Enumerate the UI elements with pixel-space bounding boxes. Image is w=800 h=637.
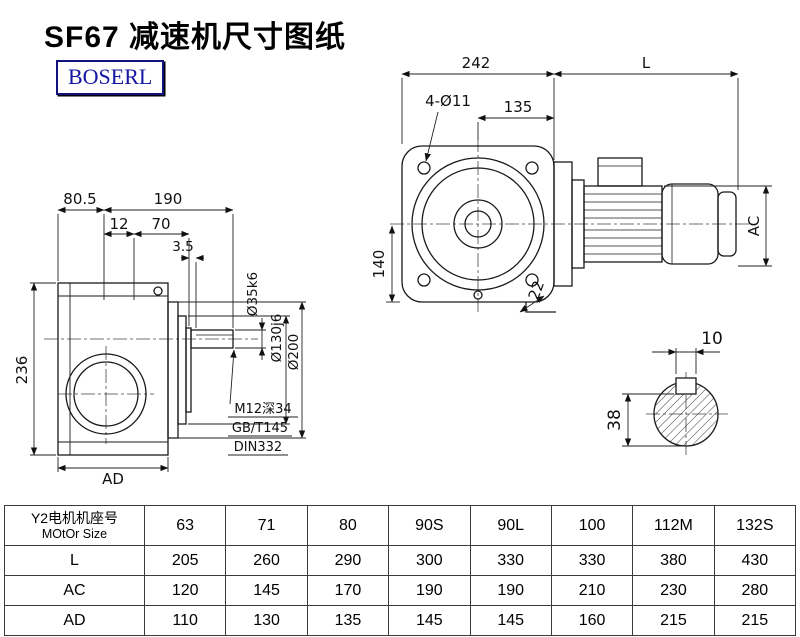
AC-value: 230 — [632, 575, 715, 606]
motor-size-header-cn: Y2电机机座号 — [30, 509, 119, 526]
dim-140-label: 140 — [370, 250, 388, 279]
tap-note-line1: M12深34 — [234, 402, 291, 417]
dimension-lines — [30, 70, 772, 472]
technical-drawing: 242 L 4-Ø11 135 140 22 AC 80.5 190 12 70… — [13, 54, 772, 488]
fan-cover — [717, 191, 737, 257]
output-shaft — [190, 329, 234, 349]
motor-size-header-en: MOtOr Size — [41, 526, 108, 541]
dim-L-label: L — [642, 54, 651, 72]
side-view — [57, 282, 234, 456]
AC-value: 190 — [469, 575, 552, 606]
row-label-AD: AD — [4, 605, 145, 636]
AD-value: 130 — [225, 605, 308, 636]
AD-value: 215 — [632, 605, 715, 636]
dimension-table: Y2电机机座号 MOtOr Size 63 71 80 90S 90L 100 … — [4, 505, 797, 636]
motor-size-cell: 71 — [225, 505, 308, 546]
row-label-L: L — [4, 545, 145, 576]
shaft-section-view — [653, 377, 719, 447]
motor-size-cell: 132S — [713, 505, 797, 546]
dim-80-5-label: 80.5 — [63, 190, 96, 208]
keyway — [675, 377, 697, 395]
AD-value: 160 — [550, 605, 634, 636]
L-value: 380 — [632, 545, 715, 576]
bolt-hole — [525, 273, 539, 287]
L-value: 330 — [550, 545, 634, 576]
motor-size-cell: 80 — [306, 505, 390, 546]
dim-AC-label: AC — [745, 216, 763, 236]
motor-size-cell: 63 — [143, 505, 227, 546]
dim-key-width-label: 10 — [701, 329, 723, 349]
L-value: 330 — [469, 545, 552, 576]
page-title: SF67 减速机尺寸图纸 — [44, 21, 347, 54]
AC-value: 190 — [388, 575, 471, 606]
dim-12-label: 12 — [109, 215, 128, 233]
dim-190-label: 190 — [154, 190, 183, 208]
terminal-box — [597, 157, 643, 187]
motor-size-cell: 90L — [469, 505, 552, 546]
dim-38-label: 38 — [605, 409, 625, 431]
tap-note-line2: GB/T145 — [232, 421, 288, 436]
dim-outer-dia-label: Ø200 — [286, 334, 302, 370]
bolt-hole — [417, 161, 431, 175]
flange-outer-circle — [411, 157, 545, 291]
AC-value: 170 — [306, 575, 390, 606]
dimension-labels: 242 L 4-Ø11 135 140 22 AC 80.5 190 12 70… — [13, 54, 763, 488]
dim-AD-label: AD — [102, 470, 124, 488]
motor-size-row: Y2电机机座号 MOtOr Size 63 71 80 90S 90L 100 … — [4, 505, 797, 546]
dim-3-5-label: 3.5 — [172, 239, 193, 255]
AD-value: 135 — [306, 605, 390, 636]
dim-22-label: 22 — [525, 278, 548, 302]
AC-value: 210 — [550, 575, 634, 606]
AD-row: AD 110 130 135 145 145 160 215 215 — [4, 605, 797, 636]
tap-note-line3: DIN332 — [234, 440, 282, 455]
AC-value: 280 — [713, 575, 797, 606]
motor-size-cell: 100 — [550, 505, 634, 546]
motor-size-cell: 112M — [632, 505, 715, 546]
dim-236-label: 236 — [13, 356, 31, 385]
motor-size-header-cell: Y2电机机座号 MOtOr Size — [4, 505, 145, 546]
motor-size-cell: 90S — [388, 505, 471, 546]
L-value: 300 — [388, 545, 471, 576]
L-value: 205 — [143, 545, 227, 576]
AC-value: 120 — [143, 575, 227, 606]
dim-flange-dia-label: Ø130j6 — [269, 314, 285, 363]
row-label-AC: AC — [4, 575, 145, 606]
L-value: 430 — [713, 545, 797, 576]
AC-row: AC 120 145 170 190 190 210 230 280 — [4, 575, 797, 606]
L-value: 260 — [225, 545, 308, 576]
boserl-logo: BOSERL — [56, 60, 165, 95]
AD-value: 145 — [388, 605, 471, 636]
wheel-bore-circle — [65, 353, 147, 435]
L-row: L 205 260 290 300 330 330 380 430 — [4, 545, 797, 576]
dim-135-label: 135 — [504, 98, 533, 116]
AC-value: 145 — [225, 575, 308, 606]
AD-value: 110 — [143, 605, 227, 636]
AD-value: 145 — [469, 605, 552, 636]
bolt-hole — [525, 161, 539, 175]
dim-70-label: 70 — [151, 215, 170, 233]
dim-bolt-holes-label: 4-Ø11 — [425, 92, 471, 110]
dim-242-label: 242 — [462, 54, 491, 72]
motor-side-view — [571, 157, 737, 269]
dim-shaft-dia-label: Ø35k6 — [245, 272, 261, 316]
AD-value: 215 — [713, 605, 797, 636]
L-value: 290 — [306, 545, 390, 576]
bolt-hole — [417, 273, 431, 287]
